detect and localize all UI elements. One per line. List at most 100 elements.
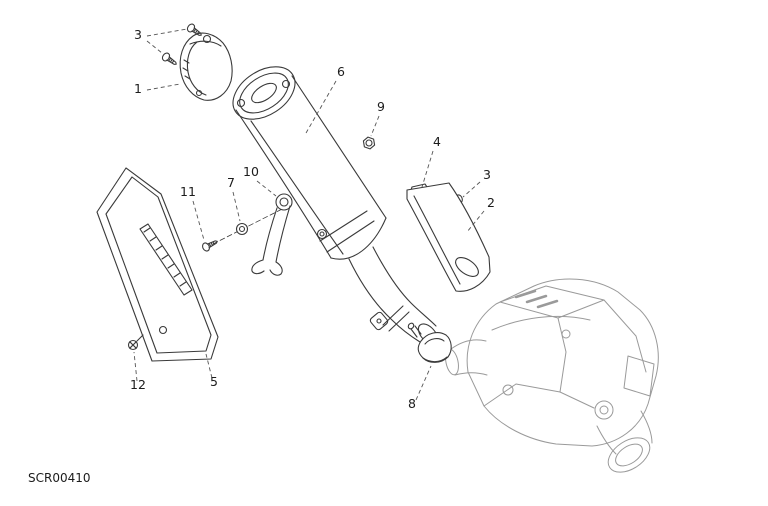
shield2-slot: [455, 257, 479, 277]
hanger-bracket: [212, 193, 293, 276]
clamp8-bolt-shaft: [410, 325, 422, 338]
silencer-outlet-slot: [251, 82, 277, 104]
pipe-bracket-plate: [369, 311, 389, 331]
screw12-cross-slot: [129, 341, 137, 349]
callout-part-5: 5: [210, 374, 218, 389]
ghost-inlet-top: [450, 339, 487, 350]
leader-line-part-10: [256, 180, 277, 197]
callout-part-11: 11: [180, 184, 196, 199]
silencer-left-edge: [235, 109, 332, 259]
ghost-tailpipe-opening: [607, 437, 651, 473]
nut-hex: [362, 136, 376, 150]
ghost-bolt: [599, 405, 609, 415]
silencer-face-bolt-hole: [236, 98, 246, 108]
silencer-end-face-inner: [239, 72, 289, 114]
washer-hole: [238, 225, 246, 233]
nut-hole: [365, 139, 373, 147]
clamp8-bolt-head: [407, 322, 415, 330]
bracket-arm-right: [275, 205, 291, 263]
leader-line-part-3: [462, 181, 481, 198]
callout-part-6: 6: [337, 64, 345, 79]
callout-part-10: 10: [243, 164, 259, 179]
heat-shield-part-5: [96, 167, 219, 362]
ghost-panel-line: [603, 299, 647, 373]
leader-line-part-2: [466, 210, 485, 233]
pipe-right-edge: [372, 246, 437, 327]
ghost-bolt: [561, 329, 571, 339]
diagram-code-label: SCR00410: [28, 471, 91, 485]
callout-part-1: 1: [134, 81, 142, 96]
leader-line-part-11: [192, 200, 205, 241]
silencer-right-edge: [291, 75, 387, 219]
nut-part-9: [362, 136, 376, 150]
pipe-bracket-hole: [376, 318, 382, 324]
shield5-inner-line: [105, 176, 212, 354]
shield2-outline: [406, 182, 491, 292]
silencer-face-bolt-hole: [281, 79, 291, 89]
callout-part-7: 7: [227, 175, 235, 190]
callout-part-4: 4: [433, 134, 441, 149]
ghost-engine-muffler-assembly: [445, 278, 659, 473]
bracket-foot-right: [269, 261, 283, 276]
leader-line-part-9: [370, 115, 380, 137]
silencer-end-face: [232, 66, 296, 120]
ghost-vent-slot: [536, 299, 559, 309]
clamp8-inner-arc: [424, 338, 445, 345]
screw12-shaft: [136, 334, 144, 342]
ghost-rear-bracket: [623, 355, 655, 397]
ghost-tailpipe-edge: [596, 425, 617, 455]
ghost-body-outline: [466, 278, 659, 447]
end-cap-part-1: [179, 32, 233, 101]
shield5-screw-hole: [158, 325, 168, 335]
endcap-top-line: [189, 40, 222, 47]
shield5-outline: [96, 167, 219, 362]
callout-part-12: 12: [130, 377, 146, 392]
grommet-part-10-inner: [279, 197, 289, 207]
silencer-part-6: [232, 66, 439, 345]
bracket-foot-left: [251, 259, 265, 275]
bracket-arm-left: [262, 207, 278, 261]
shield5-vent-slot: [139, 223, 193, 296]
silencer-mount-boss: [316, 228, 328, 240]
shield5-vent-hatching: [143, 227, 187, 287]
callout-part-8: 8: [408, 396, 416, 411]
leader-line-part-12: [133, 351, 138, 382]
silencer-bottom-curve: [330, 217, 387, 260]
callout-labels-layer: 3 1 6 9 4 3 2 10 7 11 5 12 8: [130, 27, 495, 411]
shield2-inner-line: [413, 195, 461, 285]
ghost-tailpipe-inner: [615, 443, 643, 467]
pipe-clamp-seat: [382, 305, 410, 332]
ghost-tailpipe-edge: [640, 410, 653, 444]
endcap-hatching: [182, 59, 191, 80]
screw-part-12: [127, 334, 144, 351]
endcap-hole-small: [195, 89, 203, 97]
leader-line-part-3: [146, 28, 188, 37]
callout-part-3: 3: [483, 167, 491, 182]
leader-line-part-8: [415, 365, 432, 401]
washer-part-7: [235, 222, 249, 236]
silencer-band-lines: [319, 210, 375, 253]
screw-part-3-left: [160, 51, 180, 69]
callout-part-3: 3: [134, 27, 142, 42]
ghost-bolt: [502, 384, 514, 396]
bolt-part-11: [200, 237, 220, 253]
ghost-shield-edge: [491, 315, 591, 331]
leader-line-part-1: [146, 83, 181, 91]
endcap-outline: [179, 32, 233, 101]
ghost-lower-line: [483, 383, 595, 409]
clamp-part-8: [407, 322, 452, 363]
silencer-mount-hole: [319, 231, 325, 237]
ghost-bolt-boss: [594, 400, 614, 420]
clamp8-lower-arc: [422, 356, 448, 363]
fastener-axis-line: [212, 203, 293, 245]
callout-part-9: 9: [377, 99, 385, 114]
leader-line-part-6: [305, 80, 337, 134]
grommet-part-10-outer: [275, 193, 293, 211]
callout-part-2: 2: [487, 195, 495, 210]
endcap-hole: [202, 34, 212, 44]
leader-line-part-4: [421, 150, 434, 188]
pipe-left-edge: [348, 258, 421, 343]
washer-outer: [235, 222, 249, 236]
